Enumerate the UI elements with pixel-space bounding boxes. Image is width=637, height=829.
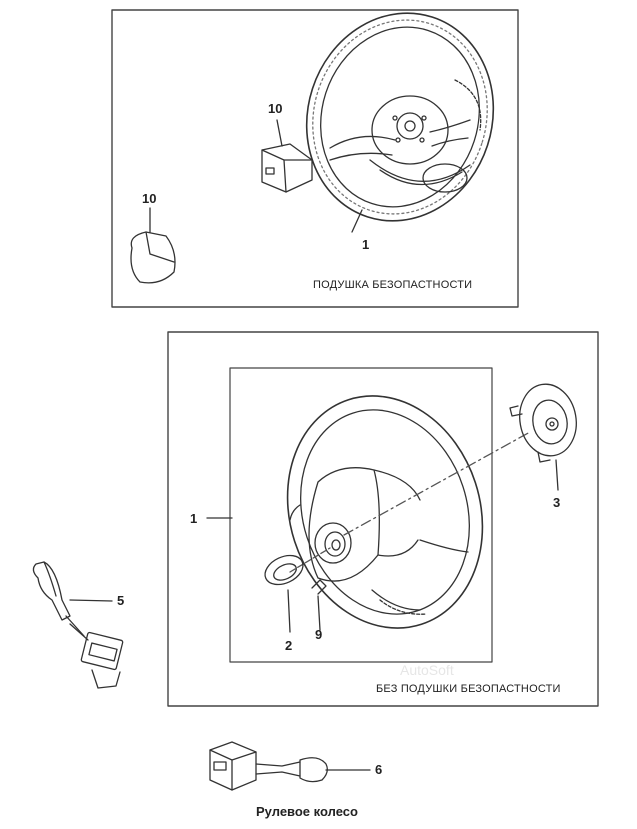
- airbag-module-upper: [261, 119, 313, 193]
- no-airbag-panel-frame: [167, 331, 599, 707]
- callout-10-lower: 10: [142, 191, 157, 206]
- callout-9: 9: [315, 627, 323, 642]
- horn-contact-plate: [509, 383, 577, 491]
- plain-steering-wheel: [286, 395, 531, 629]
- callout-1-top: 1: [362, 237, 370, 252]
- airbag-caption: ПОДУШКА БЕЗОПАСТНОСТИ: [313, 279, 473, 291]
- left-stalk-switch: [32, 561, 124, 689]
- airbag-module-lower: [130, 207, 176, 284]
- callout-10-upper: 10: [268, 101, 283, 116]
- airbag-steering-wheel: [305, 12, 495, 233]
- callout-6: 6: [375, 762, 383, 777]
- callout-3: 3: [553, 495, 561, 510]
- no-airbag-caption: БЕЗ ПОДУШКИ БЕЗОПАСТНОСТИ: [376, 683, 561, 695]
- figure-title: Рулевое колесо: [256, 804, 358, 819]
- no-airbag-inner-frame: [229, 367, 493, 663]
- airbag-panel-frame: [111, 9, 519, 308]
- right-stalk-switch: [209, 741, 371, 791]
- callout-5: 5: [117, 593, 125, 608]
- steering-ring: [264, 554, 304, 633]
- callout-2: 2: [285, 638, 293, 653]
- retaining-clip: [311, 579, 327, 631]
- callout-1-bottom: 1: [190, 511, 198, 526]
- watermark: AutoSoft: [400, 662, 454, 678]
